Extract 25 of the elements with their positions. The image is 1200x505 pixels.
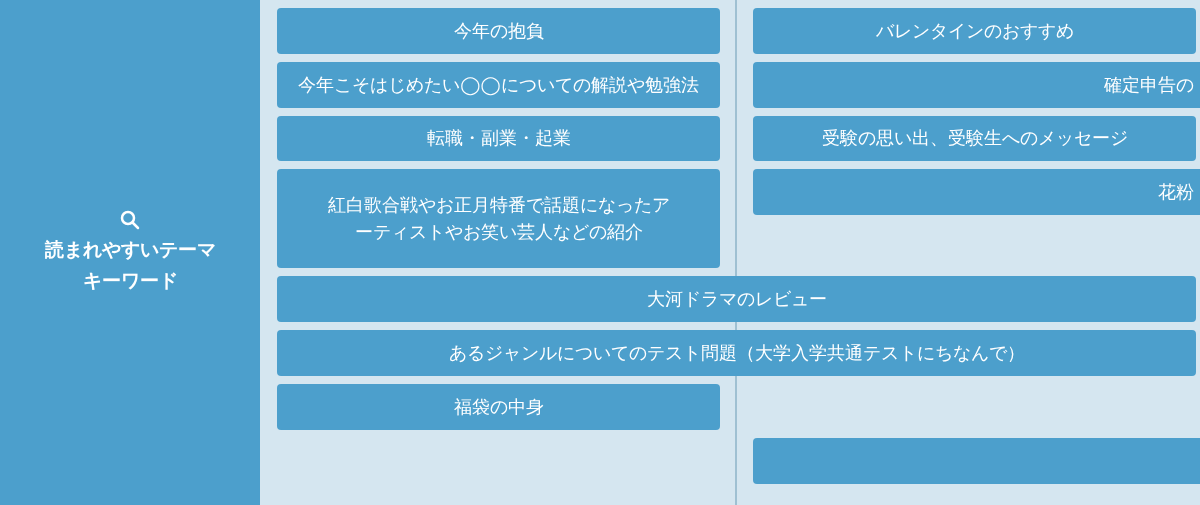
- header-title: 読まれやすいテーマキーワード: [43, 237, 217, 293]
- topic-text: 確定申告の: [1104, 72, 1194, 97]
- topic-text: 福袋の中身: [453, 394, 544, 419]
- topic-text: 今年こそはじめたい◯◯についての解説や勉強法: [298, 72, 699, 98]
- topic-bar: [277, 169, 720, 268]
- topic-bar: [277, 330, 1196, 376]
- topic-text: 今年の抱負: [453, 18, 544, 43]
- topic-text: バレンタインのおすすめ: [875, 18, 1074, 43]
- topic-text: 大河ドラマのレビュー: [646, 286, 827, 311]
- topic-bar: [277, 62, 720, 108]
- topic-bar: [753, 116, 1196, 161]
- topic-bar: [753, 438, 1200, 484]
- topic-bar: [753, 62, 1200, 108]
- topic-text: あるジャンルについてのテスト問題（大学入学共通テストにちなんで）: [448, 340, 1025, 365]
- topic-text: 紅白歌合戦やお正月特番で話題になったアーティストやお笑い芸人などの紹介: [326, 193, 671, 244]
- topic-bar: [753, 169, 1200, 215]
- topic-bar: [277, 384, 720, 430]
- topic-text: 花粉: [1158, 179, 1194, 204]
- topic-text: 転職・副業・起業: [426, 126, 571, 151]
- topic-bar: [277, 276, 1196, 322]
- topic-text: 受験の思い出、受験生へのメッセージ: [821, 126, 1128, 151]
- topic-bar: [277, 8, 720, 54]
- topic-bar: [277, 116, 720, 161]
- topic-bar: [753, 8, 1196, 54]
- header-panel: [0, 0, 260, 505]
